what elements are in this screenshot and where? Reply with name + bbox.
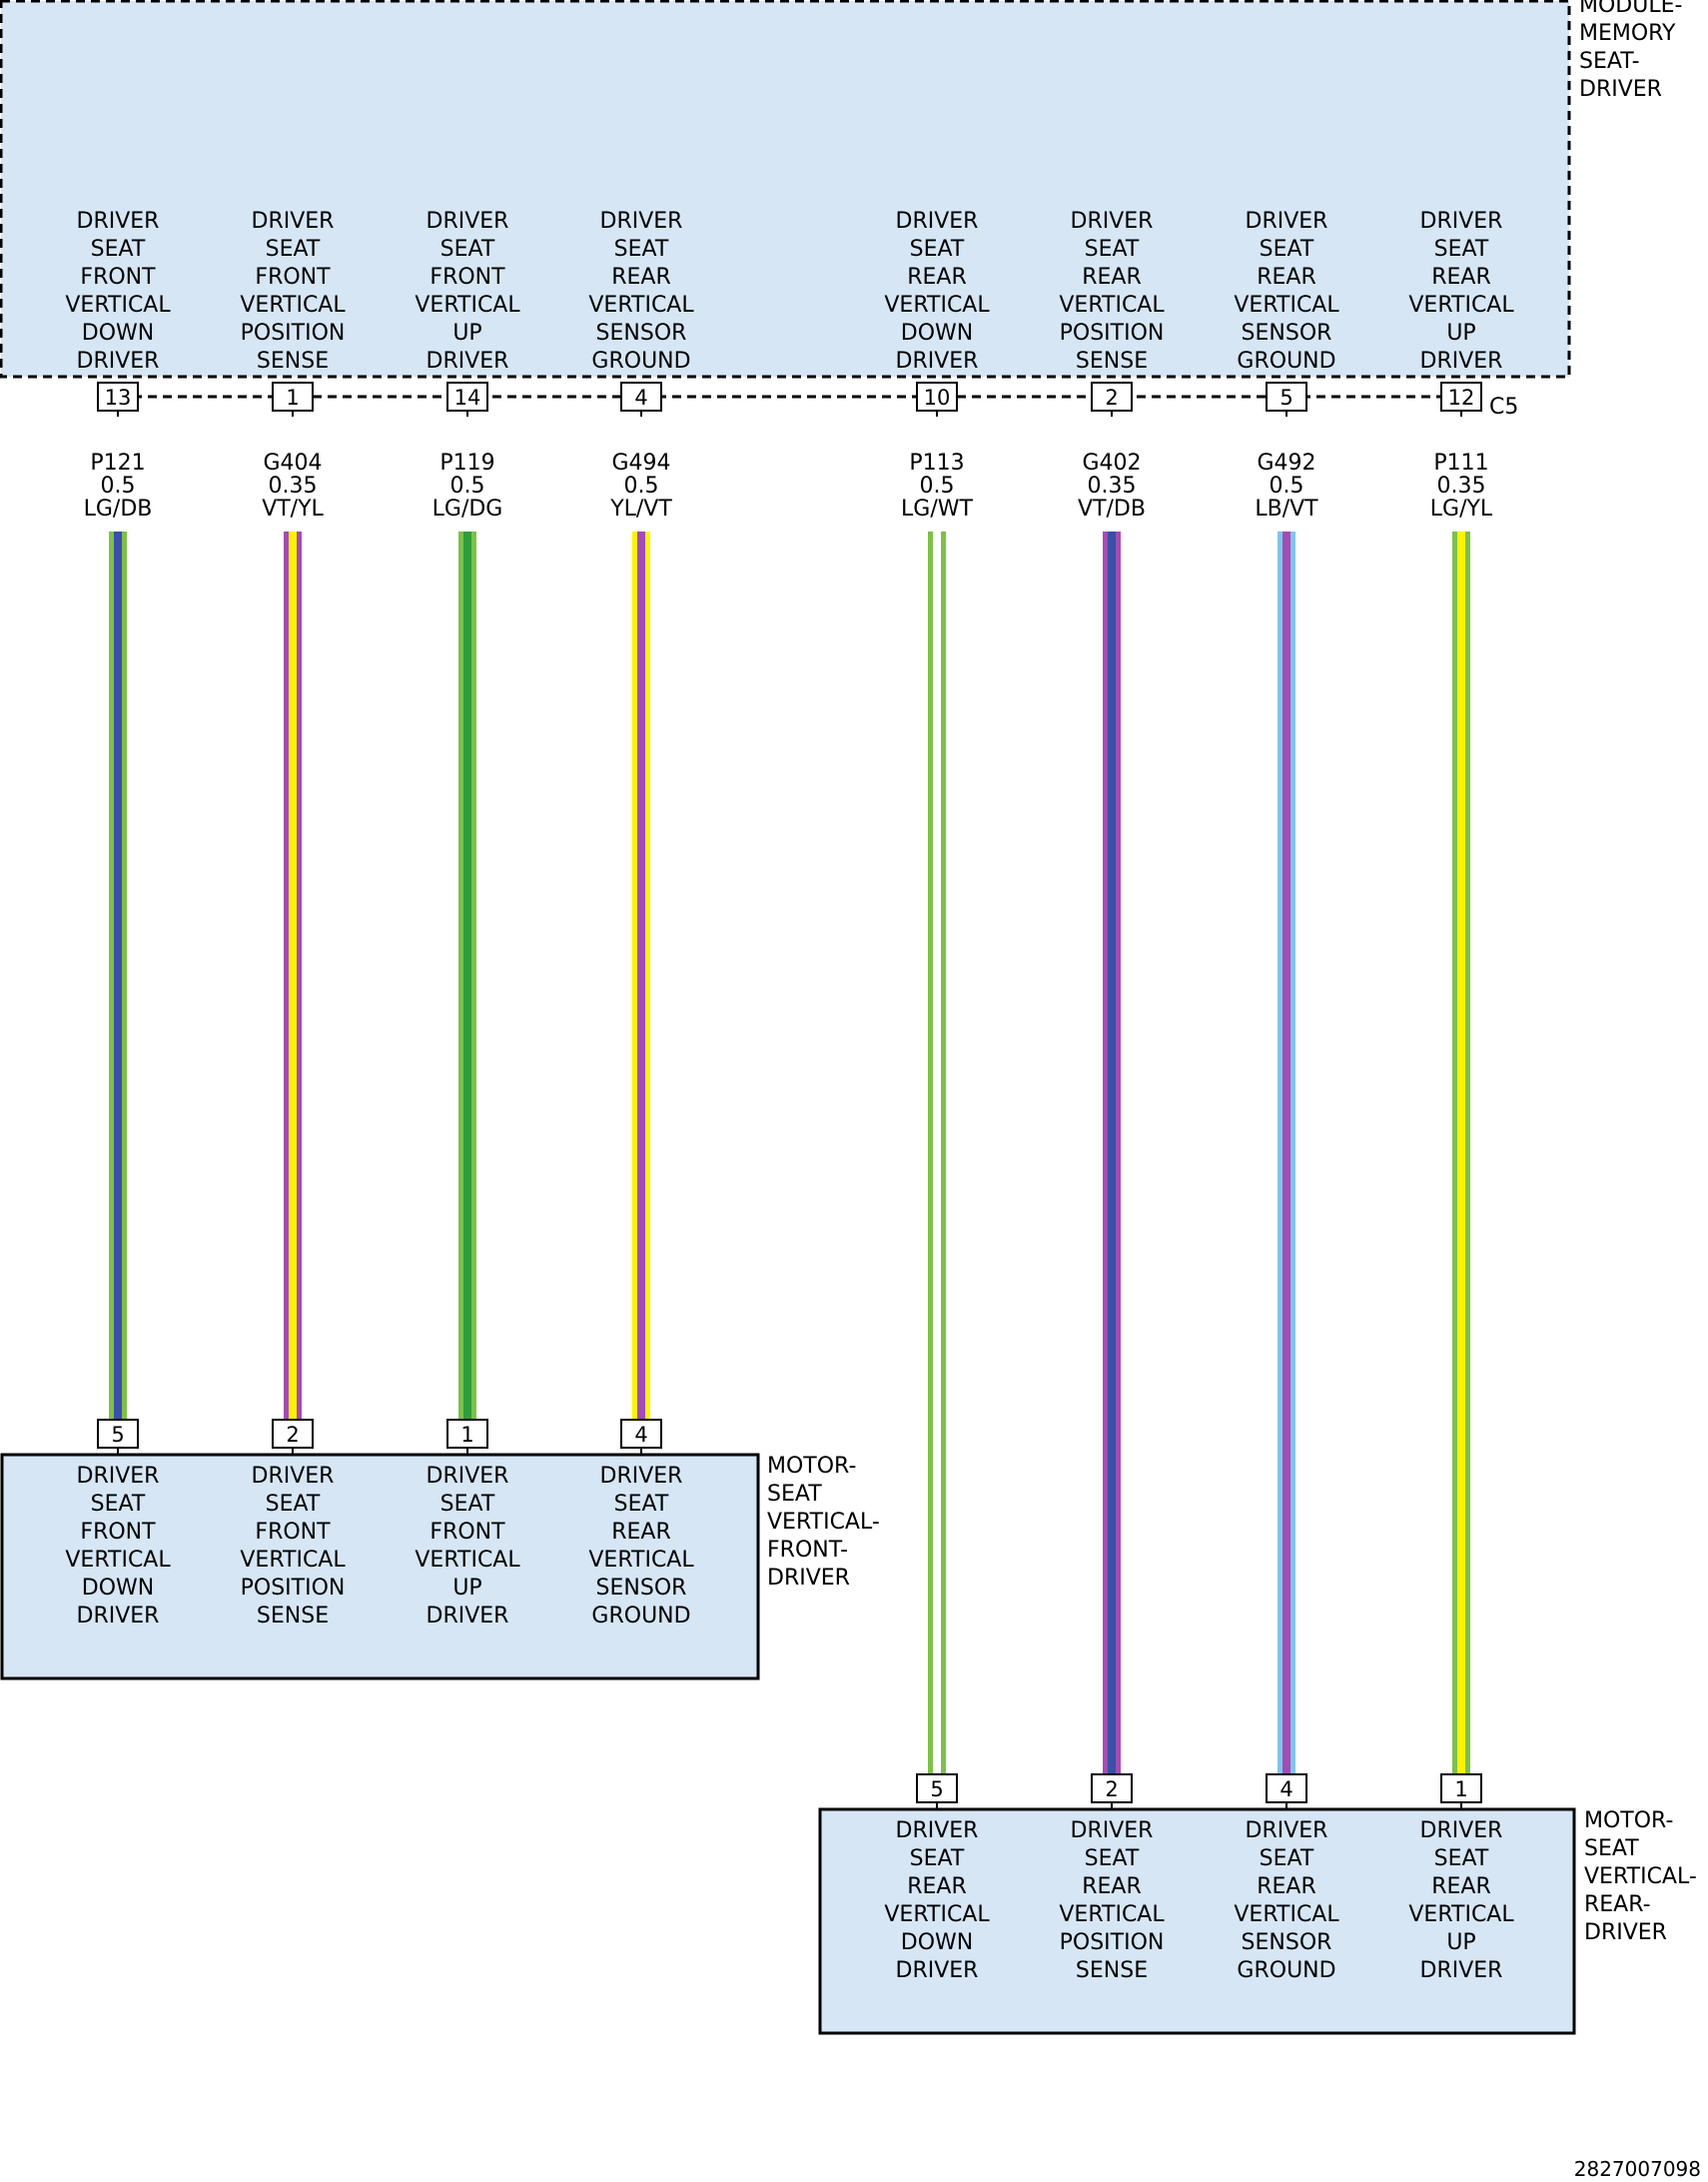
motor_rear-pin-4: 4 [1266,1773,1307,1808]
wire-g494 [632,532,650,1420]
wire-g492 [1278,532,1295,1774]
svg-text:2: 2 [1105,386,1118,410]
wire-p121 [109,532,127,1420]
svg-text:5: 5 [930,1777,943,1801]
svg-text:14: 14 [454,386,481,410]
svg-text:2: 2 [1105,1777,1118,1801]
svg-text:5: 5 [1280,386,1292,410]
motor_rear-pin-2: 2 [1091,1773,1133,1808]
connector-c5-label: C5 [1489,395,1518,420]
svg-text:1: 1 [286,386,299,410]
module-pin-4: 4 [620,382,662,417]
motor-seat-vertical-front-driver-box [0,1453,760,1680]
motor_front-pin-4: 4 [620,1419,662,1454]
motor_front-pin-2: 2 [272,1419,314,1454]
figure-id: 2827007098 [1574,2157,1701,2181]
motor_rear-pin-1: 1 [1440,1773,1482,1808]
wire-p111 [1452,532,1470,1774]
module-pin-2: 2 [1091,382,1133,417]
motor_front-pin-5: 5 [97,1419,139,1454]
module-pin-14: 14 [446,382,488,417]
svg-text:2: 2 [286,1423,299,1447]
svg-text:10: 10 [924,386,951,410]
motor_rear-pin-5: 5 [916,1773,958,1808]
module-pin-5: 5 [1266,382,1307,417]
motor-seat-vertical-rear-driver-box [818,1807,1576,2035]
wire-g402 [1103,532,1121,1774]
svg-text:4: 4 [634,386,647,410]
module-pin-10: 10 [916,382,958,417]
svg-text:1: 1 [460,1423,473,1447]
wire-p113 [928,532,946,1774]
wire-g404 [284,532,302,1420]
svg-text:4: 4 [634,1423,647,1447]
svg-text:1: 1 [1454,1777,1467,1801]
svg-text:12: 12 [1448,386,1475,410]
wires-layer [109,532,1470,1774]
wire-p119 [458,532,476,1420]
motor_front-pin-1: 1 [446,1419,488,1454]
svg-text:13: 13 [105,386,132,410]
svg-text:4: 4 [1280,1777,1292,1801]
module-pin-12: 12 [1440,382,1482,417]
module-pin-1: 1 [272,382,314,417]
module-memory-seat-driver-box [0,0,1571,379]
svg-text:5: 5 [111,1423,124,1447]
module-pin-13: 13 [97,382,139,417]
